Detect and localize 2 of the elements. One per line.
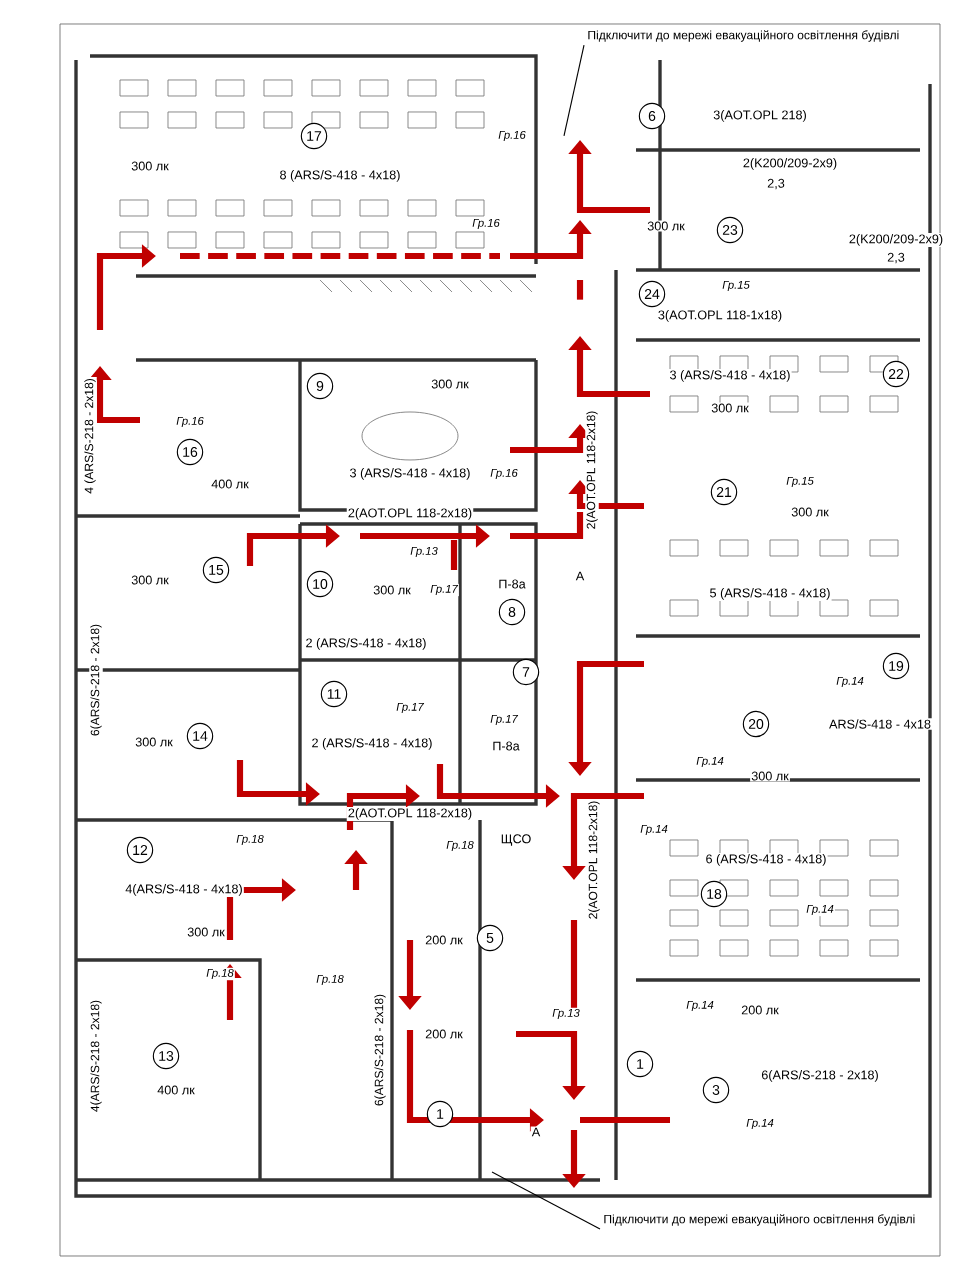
leader-line (491, 1171, 601, 1230)
leader-line (563, 44, 585, 137)
